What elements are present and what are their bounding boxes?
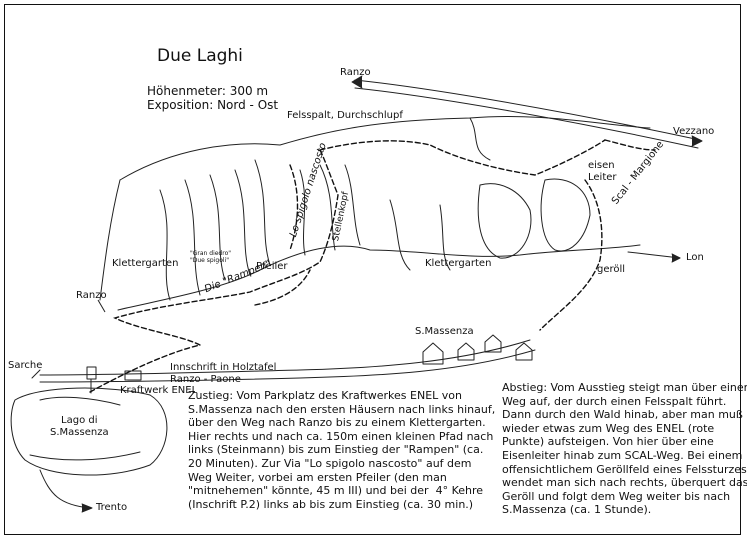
map-frame (4, 4, 741, 535)
label-ranzo-top: Ranzo (340, 67, 371, 78)
road-ranzo-vezzano (354, 79, 701, 149)
label-klettergarten-right: Klettergarten (425, 258, 492, 269)
road-lon (627, 251, 681, 259)
route-approach (89, 149, 339, 393)
zustieg-text: Zustieg: Vom Parkplatz des Kraftwerkes E… (188, 389, 496, 511)
house-4 (515, 342, 533, 361)
label-kraftwerk: Kraftwerk ENEL (120, 385, 198, 396)
house-1 (422, 342, 444, 365)
exposition-info: Exposition: Nord - Ost (147, 98, 279, 112)
parking-sign (86, 366, 97, 380)
label-gran-diedro: "Gran diedro" "Due spigoli" (190, 250, 232, 264)
label-sarche: Sarche (8, 360, 43, 371)
rock-face-left (159, 159, 271, 301)
label-klettergarten-left: Klettergarten (112, 258, 179, 269)
rock-face-right (477, 183, 532, 259)
house-2 (457, 342, 475, 361)
label-felsspalt: Felsspalt, Durchschlupf (287, 110, 403, 121)
label-lago: Lago di S.Massenza (50, 415, 109, 438)
kraftwerk-building (124, 370, 142, 381)
route-descent (539, 179, 603, 331)
lake (10, 387, 168, 476)
house-3 (484, 334, 502, 353)
route-exit (319, 139, 606, 176)
label-vezzano: Vezzano (673, 126, 715, 137)
label-geroll: geröll (597, 264, 626, 275)
label-pfeiler: Pfeiler (256, 261, 288, 272)
label-trento: Trento (96, 502, 128, 513)
cliff-outline (99, 179, 641, 311)
label-lon: Lon (686, 252, 704, 263)
label-innschrift: Innschrift in Holztafel Ranzo - Paone (170, 362, 277, 385)
label-ranzo-left: Ranzo (76, 290, 107, 301)
plateau-edge (119, 115, 651, 181)
road-trento (39, 469, 91, 509)
label-eisen-leiter: eisen Leiter (588, 160, 617, 183)
height-info: Höhenmeter: 300 m (147, 84, 269, 98)
ranzo-left-arrow (97, 299, 106, 313)
label-s-massenza: S.Massenza (415, 326, 474, 337)
abstieg-text: Abstieg: Vom Ausstieg steigt man über ei… (502, 381, 747, 517)
rock-face-center (299, 164, 361, 256)
map-title: Due Laghi (157, 46, 243, 66)
road-valley (39, 339, 536, 383)
